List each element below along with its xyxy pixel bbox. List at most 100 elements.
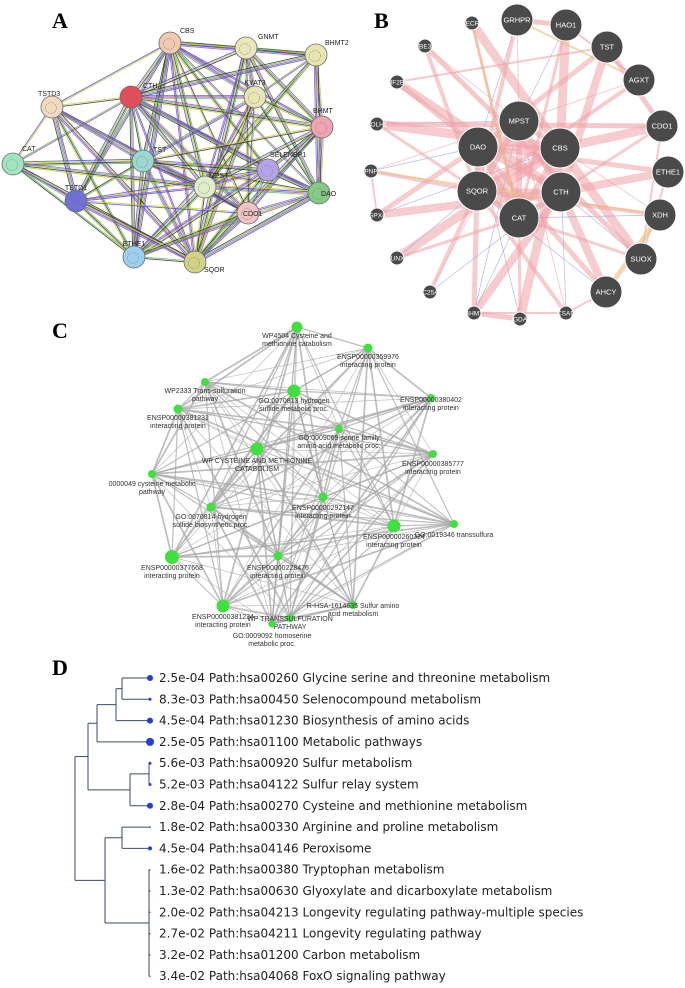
panel-a-edge xyxy=(134,214,249,260)
panel-c-edge xyxy=(210,397,432,508)
panel-a-node-tstd1 xyxy=(64,189,88,213)
panel-b-label-gda: GDA xyxy=(513,317,528,324)
panel-a-edge xyxy=(134,187,206,258)
panel-b-node-eif2b1 xyxy=(389,74,405,90)
panel-a-node-mpst xyxy=(193,175,217,199)
panel-b-node-cat xyxy=(498,197,540,239)
panel-c-edge xyxy=(171,390,295,558)
panel-c-edge xyxy=(322,496,395,527)
pathway-pvalue: 2.5e-04 xyxy=(159,671,209,685)
panel-c-node xyxy=(286,614,294,622)
panel-a-edge xyxy=(193,125,321,261)
panel-d-leaf-label: 3.2e-02 Path:hsa01200 Carbon metabolism xyxy=(159,948,420,962)
panel-a-edge xyxy=(195,187,207,263)
panel-c-edge xyxy=(277,397,432,557)
panel-b-label-bhmt: BHMT xyxy=(465,311,483,318)
panel-c-node xyxy=(335,425,343,433)
panel-c-edge xyxy=(177,408,455,525)
panel-a-edge xyxy=(12,106,52,164)
panel-a-edge xyxy=(204,96,255,187)
panel-c-edge xyxy=(210,506,273,625)
pathway-pvalue: 2.0e-02 xyxy=(159,905,209,919)
panel-b-node-runx3 xyxy=(389,250,405,266)
panel-a-label-tst: TST xyxy=(153,147,167,154)
panel-c-edge xyxy=(151,381,206,475)
panel-c-node xyxy=(318,492,328,502)
panel-b-node-mpst xyxy=(498,100,540,142)
panel-b-node-hao1 xyxy=(549,8,583,42)
panel-a-edge xyxy=(143,97,256,163)
panel-b-label-decr1: DECR1 xyxy=(461,21,483,28)
panel-b-node-slc25a10 xyxy=(422,284,438,300)
panel-b-edge xyxy=(423,44,643,261)
panel-a-edge xyxy=(76,161,144,202)
panel-b-edge xyxy=(396,216,520,260)
panel-a-edge xyxy=(73,95,130,201)
pathway-id: Path:hsa01200 xyxy=(209,948,303,962)
panel-a-edge xyxy=(193,211,248,262)
panel-c-edge xyxy=(277,523,455,557)
panel-a-label-bhmt2: BHMT2 xyxy=(325,40,349,47)
panel-d-leaf-dot xyxy=(146,737,154,746)
panel-c-edge xyxy=(204,381,273,625)
panel-a-label-mpst: MPST xyxy=(209,173,229,180)
panel-a-edge xyxy=(170,42,249,213)
panel-c-edge xyxy=(171,555,279,558)
panel-d-leaf-label: 1.6e-02 Path:hsa00380 Tryptophan metabol… xyxy=(159,863,444,877)
panel-a-edge xyxy=(76,187,206,203)
panel-c-edge xyxy=(210,326,298,508)
panel-a-edge xyxy=(135,188,207,259)
panel-a-node-kyat3-structure xyxy=(248,92,260,104)
panel-c-edge xyxy=(171,326,298,558)
panel-c-node xyxy=(287,384,301,398)
pathway-id: Path:hsa04211 xyxy=(209,927,303,941)
panel-a-edge xyxy=(143,127,323,163)
panel-a-edge xyxy=(192,47,245,262)
panel-a-node-kyat3 xyxy=(243,85,267,109)
panel-c-edge xyxy=(204,381,434,455)
panel-a-edge xyxy=(195,48,248,263)
panel-c-edge xyxy=(367,347,432,399)
pathway-id: Path:hsa04213 xyxy=(209,905,303,919)
panel-b-label-cbs: CBS xyxy=(552,144,567,153)
pathway-name: Metabolic pathways xyxy=(303,735,423,749)
panel-a-label-ethe1: ETHE1 xyxy=(123,241,146,248)
panel-c-node xyxy=(450,520,458,528)
panel-a-edge xyxy=(202,95,254,187)
panel-c-edge xyxy=(271,604,354,625)
panel-c-edge xyxy=(204,381,455,525)
panel-a-node-mpst-structure xyxy=(198,182,210,194)
panel-a-edge xyxy=(204,125,322,187)
panel-d-leaf-label: 2.7e-02 Path:hsa04211 Longevity regulati… xyxy=(159,927,482,941)
panel-a-edge xyxy=(195,194,321,265)
panel-c-edge xyxy=(204,347,369,383)
panel-b-edge xyxy=(396,46,608,83)
panel-a-edge xyxy=(143,160,196,262)
panel-c-edge xyxy=(171,523,455,558)
panel-b-nodes: GRHPRHAO1TSTAGXTCDO1ETHE1XDHSUOXAHCYCSAD… xyxy=(363,3,685,327)
panel-b-label-dao: DAO xyxy=(470,143,486,152)
pathway-id: Path:hsa01100 xyxy=(209,735,303,749)
panel-a-edge xyxy=(168,44,255,100)
panel-b-node-bhmt xyxy=(466,305,482,321)
panel-d-leaf-dot xyxy=(149,954,151,956)
panel-a-edges xyxy=(12,40,325,265)
panel-a-edge xyxy=(75,201,248,215)
panel-c-node xyxy=(387,519,401,533)
panel-c-edge xyxy=(256,448,324,498)
panel-a-edge xyxy=(129,98,268,173)
panel-a-edge xyxy=(131,94,323,126)
panel-b-edge xyxy=(516,19,640,81)
panel-a-edge xyxy=(50,107,76,202)
panel-c-edge xyxy=(151,473,224,607)
panel-b-label-cdo1: CDO1 xyxy=(652,122,673,131)
panel-a-node-bhmt2 xyxy=(304,43,328,67)
pathway-name: Peroxisome xyxy=(303,841,372,855)
panel-c-edge xyxy=(352,347,369,606)
panel-b-label-folh1: FOLH1 xyxy=(367,122,388,129)
panel-c-edge xyxy=(222,525,395,607)
panel-a-edge xyxy=(13,107,53,165)
